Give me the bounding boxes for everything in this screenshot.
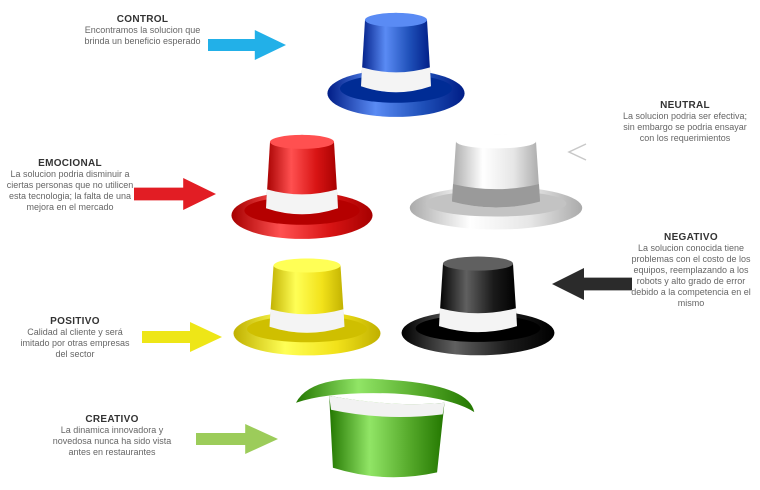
emocional-arrow: [134, 178, 216, 210]
control-arrow: [208, 30, 286, 60]
neutral-hat-top: [456, 134, 536, 148]
emocional-label: EMOCIONAL La solucion podria disminuir a…: [6, 158, 134, 213]
negativo-arrow-shape: [552, 268, 632, 300]
control-hat-top: [365, 13, 427, 27]
control-title: CONTROL: [80, 14, 205, 25]
blue-hat-icon: [326, 6, 466, 124]
negativo-title: NEGATIVO: [630, 232, 752, 243]
emocional-title: EMOCIONAL: [6, 158, 134, 169]
emocional-text: La solucion podria disminuir a ciertas p…: [7, 169, 134, 212]
emocional-hat-shape: [231, 135, 372, 239]
creativo-text: La dinamica innovadora y novedosa nunca …: [53, 425, 172, 457]
creativo-title: CREATIVO: [48, 414, 176, 425]
negativo-hat-top: [443, 257, 513, 271]
yellow-hat-icon: [232, 252, 382, 362]
control-hat-shape: [327, 13, 464, 117]
negativo-label: NEGATIVO La solucion conocida tiene prob…: [630, 232, 752, 309]
creativo-hat-shape: [296, 379, 474, 478]
neutral-text: La solucion podria ser efectiva; sin emb…: [623, 111, 747, 143]
positivo-title: POSITIVO: [16, 316, 134, 327]
creativo-arrow-shape: [196, 424, 278, 454]
positivo-arrow-shape: [142, 322, 222, 352]
creativo-arrow: [196, 424, 278, 454]
neutral-hat-shape: [410, 134, 582, 229]
negativo-text: La solucion conocida tiene problemas con…: [631, 243, 751, 308]
black-hat-icon: [400, 250, 556, 362]
positivo-arrow: [142, 322, 222, 352]
positivo-text: Calidad al cliente y será imitado por ot…: [20, 327, 129, 359]
negativo-hat-shape: [402, 257, 555, 356]
neutral-label: NEUTRAL La solucion podria ser efectiva;…: [620, 100, 750, 144]
emocional-hat-top: [270, 135, 334, 149]
positivo-hat-top: [274, 259, 341, 273]
positivo-hat-shape: [234, 259, 381, 356]
red-hat-icon: [230, 128, 374, 246]
neutral-title: NEUTRAL: [620, 100, 750, 111]
green-hat-icon: [292, 368, 478, 484]
control-text: Encontramos la solucion que brinda un be…: [84, 25, 200, 46]
creativo-label: CREATIVO La dinamica innovadora y novedo…: [48, 414, 176, 458]
white-hat-icon: [408, 128, 584, 236]
negativo-arrow: [552, 268, 632, 300]
control-label: CONTROL Encontramos la solucion que brin…: [80, 14, 205, 47]
positivo-label: POSITIVO Calidad al cliente y será imita…: [16, 316, 134, 360]
control-arrow-shape: [208, 30, 286, 60]
emocional-arrow-shape: [134, 178, 216, 210]
